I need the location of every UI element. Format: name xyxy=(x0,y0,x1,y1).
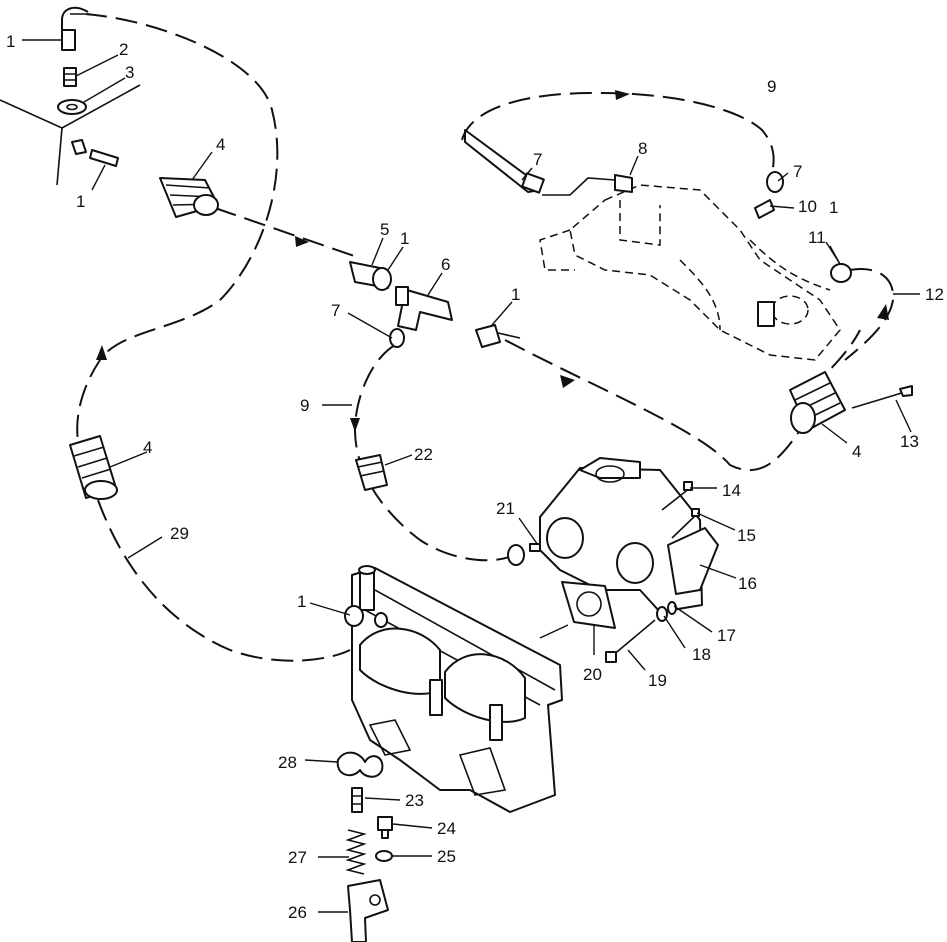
engine-cylinder-block xyxy=(344,565,563,813)
part-21-fitting xyxy=(507,543,541,566)
callout-1-block: 1 xyxy=(297,592,306,611)
callout-9-left: 9 xyxy=(300,396,309,415)
callout-27: 27 xyxy=(288,848,307,867)
part-4-boot-upper xyxy=(159,177,219,218)
hose-route-main-diagonal xyxy=(214,207,361,259)
part-5-hose-end xyxy=(349,261,392,291)
part-13-tie-strap xyxy=(851,385,913,409)
callout-7-right: 7 xyxy=(793,162,802,181)
callout-16: 16 xyxy=(738,574,757,593)
callout-1-elbow: 1 xyxy=(6,32,15,51)
callout-10: 10 xyxy=(798,197,817,216)
callout-23: 23 xyxy=(405,791,424,810)
callout-22: 22 xyxy=(414,445,433,464)
part-2-fitting xyxy=(63,67,77,87)
flow-arrow xyxy=(877,304,889,320)
flow-arrow xyxy=(96,345,107,360)
callout-15: 15 xyxy=(737,526,756,545)
hose-route-12 xyxy=(844,268,895,361)
part-19-bolt xyxy=(605,619,656,663)
hose-route-upper-loop xyxy=(76,13,279,441)
part-24-screw xyxy=(377,816,393,839)
part-14-bolt xyxy=(661,481,693,511)
flow-arrow xyxy=(350,418,360,432)
callout-25: 25 xyxy=(437,847,456,866)
tank-corner-outline xyxy=(0,84,141,186)
flow-arrow xyxy=(615,90,630,100)
hose-route-29 xyxy=(97,499,351,662)
part-28-gasket xyxy=(336,751,384,778)
callout-9-top: 9 xyxy=(767,77,776,96)
part-26-valve-body xyxy=(347,879,389,942)
leader-lines xyxy=(22,39,920,913)
callout-5: 5 xyxy=(380,220,389,239)
hose-route-9-top xyxy=(461,91,775,173)
part-22-boot-small xyxy=(355,454,388,491)
callout-labels: 1 2 3 4 1 5 1 6 7 1 9 7 8 7 10 11 1 12 9… xyxy=(6,32,944,922)
callout-4-left: 4 xyxy=(143,438,152,457)
callout-29: 29 xyxy=(170,524,189,543)
callout-18: 18 xyxy=(692,645,711,664)
part-1-elbow-hose xyxy=(61,6,90,51)
callout-7-top: 7 xyxy=(533,150,542,169)
part-3-washer xyxy=(57,99,87,115)
callout-26: 26 xyxy=(288,903,307,922)
flow-arrow xyxy=(295,236,309,247)
callout-28: 28 xyxy=(278,753,297,772)
callout-24: 24 xyxy=(437,819,456,838)
part-20-gasket xyxy=(561,581,616,629)
part-4-boot-right xyxy=(789,371,846,434)
part-1-pin-small xyxy=(71,139,87,155)
callout-3: 3 xyxy=(125,63,134,82)
part-1-clamp-center xyxy=(475,324,521,348)
part-1-nipple xyxy=(89,149,119,167)
flow-arrows xyxy=(96,90,889,432)
callout-13: 13 xyxy=(900,432,919,451)
callout-8: 8 xyxy=(638,139,647,158)
part-15-bolt xyxy=(671,508,700,539)
callout-4-right: 4 xyxy=(852,442,861,461)
callout-14: 14 xyxy=(722,481,741,500)
callout-20: 20 xyxy=(583,665,602,684)
callout-4-upper: 4 xyxy=(216,135,225,154)
part-27-spring xyxy=(345,829,367,875)
part-6-tee-fitting xyxy=(395,286,453,331)
callout-17: 17 xyxy=(717,626,736,645)
callout-2: 2 xyxy=(119,40,128,59)
callout-19: 19 xyxy=(648,671,667,690)
part-4-boot-left xyxy=(69,435,118,500)
hose-route-9-left xyxy=(353,344,513,562)
callout-12: 12 xyxy=(925,285,944,304)
callout-6: 6 xyxy=(441,255,450,274)
callout-21: 21 xyxy=(496,499,515,518)
hose-route-tee-to-cooler xyxy=(504,339,801,471)
part-7-clamp-left xyxy=(389,328,405,348)
part-25-washer xyxy=(375,850,393,862)
callout-7-left: 7 xyxy=(331,301,340,320)
callout-1-hose-end: 1 xyxy=(400,229,409,248)
part-16-exhaust-manifold xyxy=(539,457,719,613)
upper-right-assembly xyxy=(464,129,852,361)
callout-1-center: 1 xyxy=(511,285,520,304)
part-17-washer xyxy=(667,601,677,615)
callout-1-nipple: 1 xyxy=(76,192,85,211)
callout-11: 11 xyxy=(808,228,826,247)
callout-1-right: 1 xyxy=(829,198,838,217)
part-23-sensor xyxy=(351,787,363,813)
flow-arrow xyxy=(560,375,575,388)
